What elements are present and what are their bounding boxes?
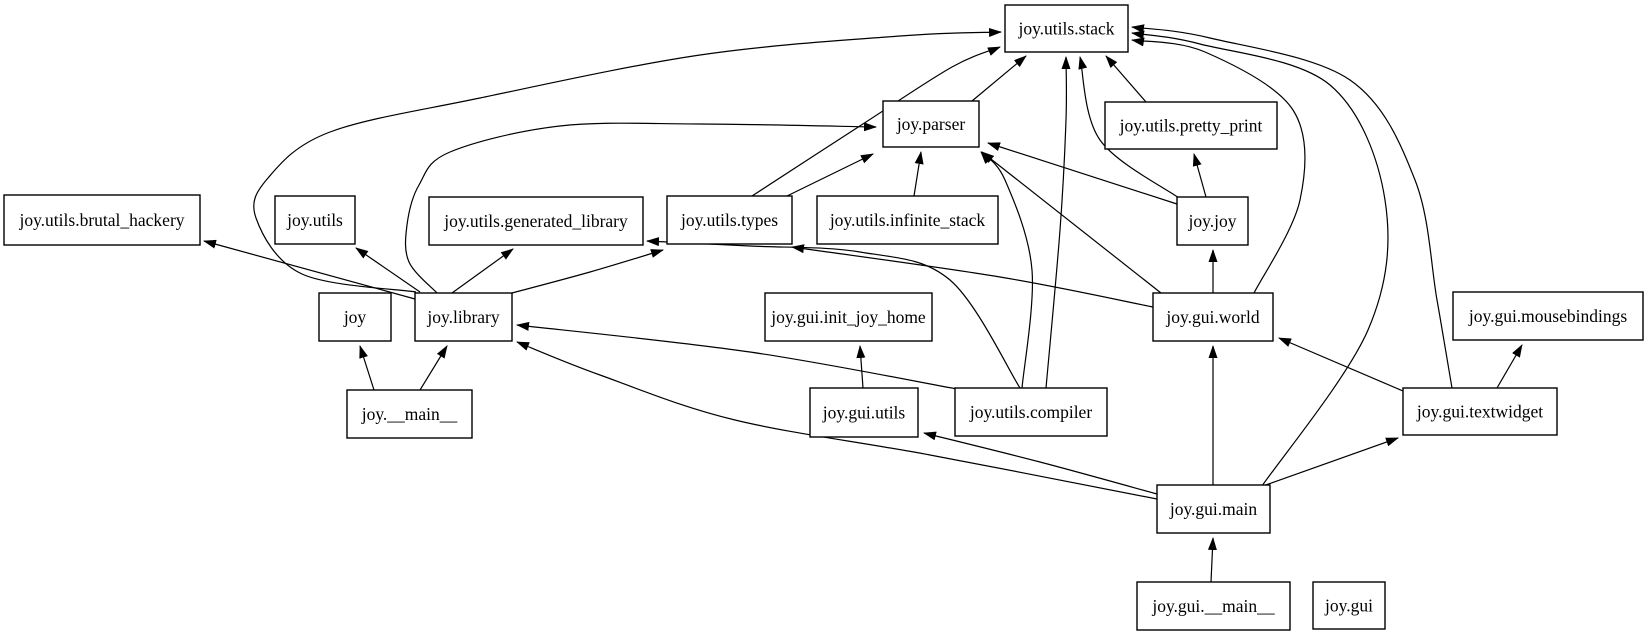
node-joy-gui-textwidget: joy.gui.textwidget	[1402, 387, 1558, 436]
node-box-joy-joy	[1176, 196, 1249, 246]
node-box-joy-gui-main	[1136, 581, 1291, 631]
node-label-joy-parser: joy.parser	[896, 114, 966, 134]
edge-joy-gui-utils-to-joy-gui-init-joy-home	[856, 345, 866, 389]
edge-joy-gui-main-to-joy-gui-utils	[923, 431, 1158, 495]
node-joy-gui-main: joy.gui.main	[1156, 484, 1271, 534]
edge-joy-gui-main-to-joy-library	[516, 341, 1158, 500]
node-label-joy-utils-stack: joy.utils.stack	[1017, 19, 1114, 39]
edge-joy-joy-to-joy-utils-pretty-print	[1192, 153, 1207, 198]
edge-joy-gui-world-to-joy-parser	[981, 151, 1162, 294]
node-label-joy-gui-world: joy.gui.world	[1165, 307, 1259, 327]
node-box-joy-gui	[1312, 581, 1386, 630]
node-joy-gui-utils: joy.gui.utils	[809, 387, 919, 438]
edge-joy-utils-types-to-joy-parser	[786, 153, 874, 197]
node-box-joy-gui-textwidget	[1402, 387, 1558, 436]
node-label-joy-gui-main: joy.gui.main	[1169, 499, 1258, 519]
edge-joy-main-to-joy-library	[419, 345, 448, 391]
node-joy-gui-world: joy.gui.world	[1152, 292, 1274, 342]
node-box-joy-gui-utils	[809, 387, 919, 438]
node-label-joy-utils-compiler: joy.utils.compiler	[969, 402, 1092, 422]
node-joy-utils-infinite-stack: joy.utils.infinite_stack	[816, 195, 999, 245]
node-label-joy-main: joy.__main__	[361, 404, 458, 424]
edge-joy-library-to-joy-utils-brutal-hackery	[203, 239, 416, 300]
node-label-joy-gui-textwidget: joy.gui.textwidget	[1416, 402, 1543, 422]
node-box-joy-utils-brutal-hackery	[3, 194, 201, 246]
node-joy-main: joy.__main__	[346, 389, 473, 439]
node-box-joy-gui-init-joy-home	[764, 292, 933, 342]
node-joy-joy: joy.joy	[1176, 196, 1249, 246]
node-joy-utils-pretty-print: joy.utils.pretty_print	[1104, 101, 1278, 150]
node-joy-parser: joy.parser	[882, 100, 980, 148]
node-box-joy-utils-stack	[1004, 4, 1129, 53]
node-box-joy-utils-compiler	[954, 387, 1108, 437]
edge-joy-gui-textwidget-to-joy-gui-world	[1278, 337, 1404, 392]
node-box-joy-utils-generated-library	[428, 196, 644, 246]
node-joy-utils-generated-library: joy.utils.generated_library	[428, 196, 644, 246]
edge-joy-utils-infinite-stack-to-joy-parser	[913, 151, 924, 197]
node-label-joy-library: joy.library	[426, 307, 499, 327]
node-box-joy-gui-main	[1156, 484, 1271, 534]
node-box-joy-gui-world	[1152, 292, 1274, 342]
node-joy-gui-main: joy.gui.__main__	[1136, 581, 1291, 631]
edge-joy-library-to-joy-parser	[404, 122, 877, 294]
node-joy-gui: joy.gui	[1312, 581, 1386, 630]
node-label-joy-gui-mousebindings: joy.gui.mousebindings	[1468, 306, 1628, 326]
node-joy-utils-types: joy.utils.types	[666, 195, 793, 245]
edge-joy-library-to-joy-utils-types	[511, 249, 664, 294]
edge-joy-joy-to-joy-parser	[987, 142, 1178, 205]
node-joy-gui-mousebindings: joy.gui.mousebindings	[1452, 291, 1644, 341]
node-box-joy-utils-types	[666, 195, 793, 245]
node-box-joy-utils-infinite-stack	[816, 195, 999, 245]
node-box-joy-main	[346, 389, 473, 439]
edge-joy-utils-compiler-to-joy-parser	[980, 151, 1034, 389]
edge-joy-gui-textwidget-to-joy-gui-mousebindings	[1496, 344, 1523, 389]
edge-joy-gui-world-to-joy-utils-stack	[1131, 37, 1306, 294]
node-label-joy: joy	[343, 307, 367, 327]
node-joy-utils-stack: joy.utils.stack	[1004, 4, 1129, 53]
node-joy-library: joy.library	[414, 292, 513, 342]
node-label-joy-joy: joy.joy	[1188, 211, 1237, 231]
edge-joy-parser-to-joy-utils-stack	[971, 55, 1027, 102]
node-box-joy-parser	[882, 100, 980, 148]
edge-joy-utils-compiler-to-joy-utils-stack	[1045, 56, 1071, 389]
node-label-joy-utils-brutal-hackery: joy.utils.brutal_hackery	[18, 210, 184, 230]
edge-joy-utils-pretty-print-to-joy-utils-stack	[1105, 55, 1147, 103]
node-label-joy-utils-infinite-stack: joy.utils.infinite_stack	[829, 210, 986, 230]
node-joy-utils-compiler: joy.utils.compiler	[954, 387, 1108, 437]
edge-joy-gui-world-to-joy-utils-types	[791, 244, 1154, 308]
edge-joy-gui-textwidget-to-joy-utils-stack	[1131, 24, 1453, 389]
node-label-joy-gui-init-joy-home: joy.gui.init_joy_home	[770, 307, 926, 327]
edge-joy-utils-compiler-to-joy-library	[516, 321, 958, 390]
node-joy-gui-init-joy-home: joy.gui.init_joy_home	[764, 292, 933, 342]
edge-joy-gui-main-to-joy-utils-stack	[1131, 30, 1389, 487]
node-label-joy-gui-main: joy.gui.__main__	[1151, 596, 1275, 616]
node-box-joy-utils	[274, 195, 356, 245]
node-joy-utils-brutal-hackery: joy.utils.brutal_hackery	[3, 194, 201, 246]
node-box-joy	[318, 292, 392, 342]
node-box-joy-utils-pretty-print	[1104, 101, 1278, 150]
edge-joy-gui-main-to-joy-gui-main	[1207, 537, 1217, 583]
node-label-joy-utils: joy.utils	[286, 210, 343, 230]
node-label-joy-utils-generated-library: joy.utils.generated_library	[443, 211, 628, 231]
edge-joy-main-to-joy	[359, 345, 375, 391]
node-label-joy-gui: joy.gui	[1324, 596, 1373, 616]
node-label-joy-utils-types: joy.utils.types	[680, 210, 778, 230]
node-joy-utils: joy.utils	[274, 195, 356, 245]
edges-layer	[203, 24, 1523, 583]
node-box-joy-gui-mousebindings	[1452, 291, 1644, 341]
edge-joy-joy-to-joy-utils-stack	[1078, 56, 1180, 199]
edge-joy-library-to-joy-utils-generated-library	[451, 248, 514, 294]
edge-joy-library-to-joy-utils	[355, 247, 421, 293]
edge-joy-gui-main-to-joy-gui-textwidget	[1259, 437, 1399, 488]
node-joy: joy	[318, 292, 392, 342]
nodes-layer: joy.utils.stack joy.parser joy.utils.prett…	[3, 4, 1644, 631]
node-label-joy-gui-utils: joy.gui.utils	[822, 403, 906, 423]
node-label-joy-utils-pretty-print: joy.utils.pretty_print	[1119, 116, 1263, 136]
edge-joy-library-to-joy-utils-stack	[253, 27, 1002, 293]
node-box-joy-library	[414, 292, 513, 342]
